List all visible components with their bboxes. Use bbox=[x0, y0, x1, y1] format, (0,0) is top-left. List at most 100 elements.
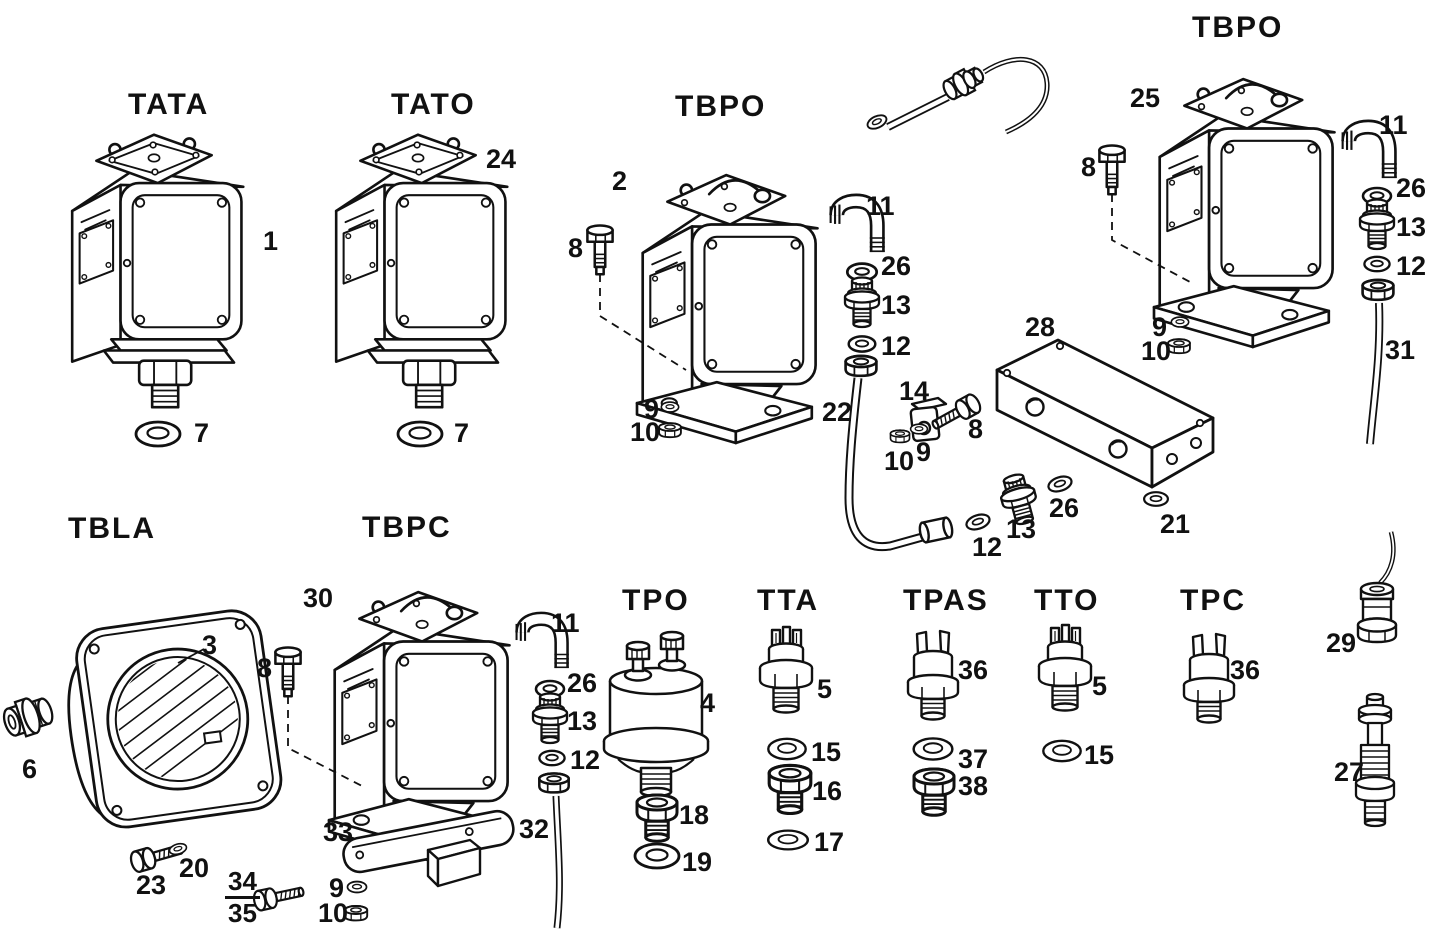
part-13-label: 13 bbox=[1006, 514, 1037, 544]
tpas-sender-drawing bbox=[906, 629, 960, 817]
tbpc-washer-drawing bbox=[346, 880, 368, 894]
part-8-label: 8 bbox=[968, 414, 984, 444]
tta-title: TTA bbox=[757, 584, 820, 617]
tbpc-assembly-drawing bbox=[251, 590, 568, 929]
part-37-label: 37 bbox=[958, 744, 989, 774]
part-7-label: 7 bbox=[454, 418, 470, 448]
tbpo-left-title: TBPO bbox=[675, 90, 767, 123]
tbpo-right-title: TBPO bbox=[1192, 11, 1284, 44]
tbpc-title: TBPC bbox=[362, 511, 452, 544]
part-15-label: 15 bbox=[1084, 740, 1115, 770]
part-36-label: 36 bbox=[1230, 655, 1261, 685]
part-11-label: 11 bbox=[551, 608, 580, 638]
part-18-label: 18 bbox=[679, 800, 710, 830]
part-22-label: 22 bbox=[822, 397, 853, 427]
tata-title: TATA bbox=[128, 88, 210, 121]
part-21-label: 21 bbox=[1160, 509, 1191, 539]
part-5-label: 5 bbox=[1092, 671, 1108, 701]
pipe-end-gasket-drawing bbox=[1045, 472, 1075, 496]
tbla-title: TBLA bbox=[68, 512, 156, 545]
part-27-label: 27 bbox=[1334, 757, 1365, 787]
tbla-gauge-drawing bbox=[2, 609, 283, 875]
tbpo-right-washer-drawing bbox=[1170, 316, 1190, 328]
tpo-nut-drawing bbox=[635, 793, 679, 843]
part-3-label: 3 bbox=[202, 630, 218, 660]
part-36-label: 36 bbox=[958, 655, 989, 685]
tato-title: TATO bbox=[391, 88, 476, 121]
part-13-label: 13 bbox=[881, 290, 912, 320]
tato-washer-drawing bbox=[396, 420, 444, 448]
clamp-assembly-drawing bbox=[889, 391, 985, 444]
tpo-title: TPO bbox=[622, 584, 690, 617]
tata-unit-drawing bbox=[70, 133, 245, 448]
part-12-label: 12 bbox=[570, 745, 601, 775]
part-6-label: 6 bbox=[22, 754, 38, 784]
tto-title: TTO bbox=[1034, 584, 1100, 617]
probe-29-drawing bbox=[1356, 531, 1398, 644]
tbpc-bracket-bolt-drawing bbox=[251, 880, 307, 913]
tta-sender-drawing bbox=[758, 625, 814, 851]
manifold-seal-drawing bbox=[1142, 491, 1170, 507]
part-34-label: 34 bbox=[225, 867, 260, 900]
part-12-label: 12 bbox=[972, 532, 1003, 562]
part-11-label: 11 bbox=[866, 191, 895, 221]
part-8-label: 8 bbox=[568, 233, 584, 263]
part-26-label: 26 bbox=[567, 668, 598, 698]
part-2-label: 2 bbox=[612, 166, 628, 196]
part-28-label: 28 bbox=[1025, 312, 1056, 342]
part-1-label: 1 bbox=[263, 226, 279, 256]
part-35-label: 35 bbox=[228, 898, 257, 929]
tpas-washer-drawing bbox=[912, 737, 954, 761]
part-26-label: 26 bbox=[1049, 493, 1080, 523]
part-12-label: 12 bbox=[1396, 251, 1427, 281]
tbpo-right-assembly-drawing bbox=[1098, 77, 1396, 445]
part-9-label: 9 bbox=[329, 873, 345, 903]
probe-cable-top-drawing bbox=[864, 56, 1050, 135]
part-38-label: 38 bbox=[958, 771, 989, 801]
part-10-label: 10 bbox=[630, 417, 661, 447]
part-32-label: 32 bbox=[519, 814, 550, 844]
tto-washer-drawing bbox=[1042, 739, 1082, 763]
sensor-27-drawing bbox=[1354, 692, 1396, 828]
part-10-label: 10 bbox=[318, 898, 349, 928]
part-13-label: 13 bbox=[567, 706, 598, 736]
part-20-label: 20 bbox=[179, 853, 210, 883]
tta-washer-drawing bbox=[767, 737, 807, 761]
part-10-label: 10 bbox=[1141, 336, 1172, 366]
part-30-label: 30 bbox=[303, 583, 334, 613]
part-17-label: 17 bbox=[814, 827, 845, 857]
part-16-label: 16 bbox=[812, 776, 843, 806]
tpc-title: TPC bbox=[1180, 584, 1246, 617]
tbpo-left-bolt-drawing bbox=[586, 224, 614, 276]
part-34-35-label: 34 35 bbox=[225, 867, 260, 929]
tta-nut-drawing bbox=[767, 763, 813, 816]
part-31-label: 31 bbox=[1385, 335, 1416, 365]
part-4-label: 4 bbox=[700, 688, 716, 718]
pipe-end-seal-drawing bbox=[963, 510, 993, 534]
tbpc-bolt-drawing bbox=[274, 646, 302, 698]
tbpo-left-nut-drawing bbox=[658, 422, 682, 439]
tbpo-left-washer-drawing bbox=[660, 401, 680, 413]
part-19-label: 19 bbox=[682, 847, 713, 877]
part-33-label: 33 bbox=[323, 817, 354, 847]
tbla-fitting-drawing bbox=[2, 697, 54, 738]
part-29-label: 29 bbox=[1326, 628, 1357, 658]
part-26-label: 26 bbox=[881, 251, 912, 281]
part-23-label: 23 bbox=[136, 870, 167, 900]
tbpo-right-bolt-drawing bbox=[1098, 144, 1126, 196]
part-14-label: 14 bbox=[899, 376, 930, 406]
tata-washer-drawing bbox=[134, 420, 182, 448]
part-9-label: 9 bbox=[644, 394, 660, 424]
part-13-label: 13 bbox=[1396, 212, 1427, 242]
part-8-label: 8 bbox=[257, 653, 273, 683]
part-25-label: 25 bbox=[1130, 83, 1161, 113]
part-15-label: 15 bbox=[811, 737, 842, 767]
part-12-label: 12 bbox=[881, 331, 912, 361]
tato-unit-drawing bbox=[334, 133, 509, 448]
manifold-block-drawing bbox=[995, 338, 1215, 507]
part-10-label: 10 bbox=[884, 446, 915, 476]
part-24-label: 24 bbox=[486, 144, 517, 174]
part-26-label: 26 bbox=[1396, 173, 1427, 203]
